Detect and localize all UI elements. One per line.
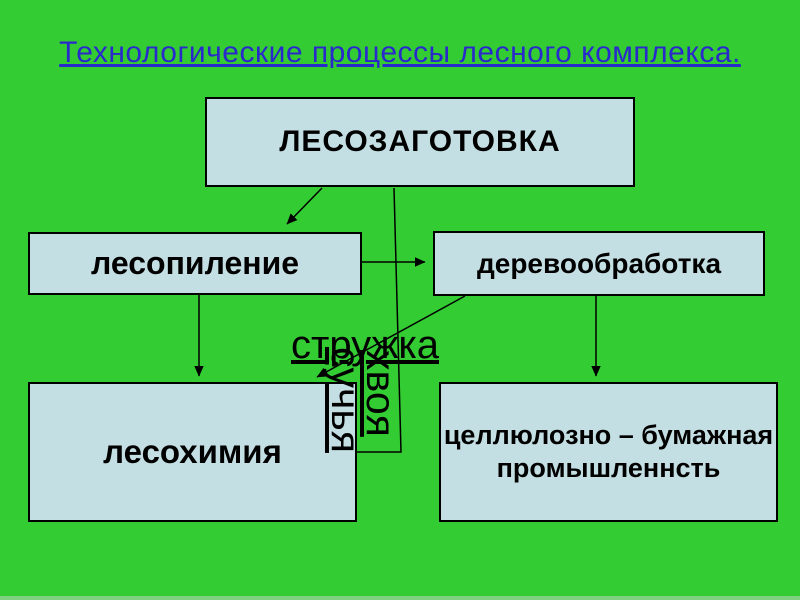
- node-derevoobrabotka-label: деревообработка: [476, 247, 722, 279]
- connector-lesozagotovka-to-lesokhimiya-elbow: [357, 187, 402, 453]
- node-derevoobrabotka: деревообработка: [433, 231, 765, 296]
- node-lesopilenie-label: лесопиление: [90, 245, 300, 281]
- flow-label-khvoya: хвоя: [358, 350, 404, 437]
- node-lesokhimiya: лесохимия: [28, 382, 357, 522]
- slide-title: Технологические процессы лесного комплек…: [59, 36, 741, 69]
- node-lesopilenie: лесопиление: [28, 232, 362, 295]
- node-cellulozno-label-line2: промышленнсть: [496, 453, 721, 483]
- node-cellulozno: целлюлозно – бумажная промышленнсть: [439, 382, 778, 522]
- node-lesozagotovka: ЛЕСОЗАГОТОВКА: [205, 97, 635, 187]
- node-lesokhimiya-label: лесохимия: [103, 433, 282, 470]
- slide-bottom-strip: [0, 596, 800, 600]
- flow-label-struzhka: стружка: [291, 323, 439, 367]
- connector-derevoobrabotka-to-lesokhimiya: [316, 295, 466, 378]
- node-lesozagotovka-label: ЛЕСОЗАГОТОВКА: [279, 125, 561, 158]
- node-cellulozno-label-line1: целлюлозно – бумажная: [443, 420, 774, 451]
- connector-lesozagotovka-to-lesopilenie: [286, 187, 323, 225]
